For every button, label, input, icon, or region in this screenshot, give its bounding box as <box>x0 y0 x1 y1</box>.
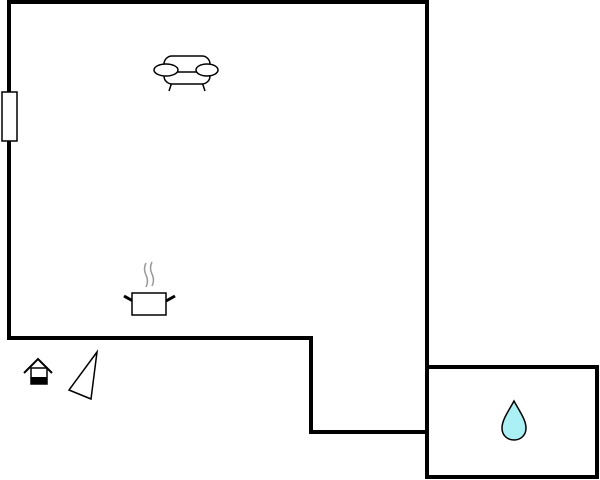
house-icon <box>23 357 53 385</box>
cooking-pot-icon <box>123 261 176 316</box>
main-room-walls <box>7 0 429 434</box>
bathroom-walls <box>425 365 599 479</box>
window <box>1 91 18 142</box>
sofa-icon <box>153 55 219 92</box>
compass-pointer-icon <box>67 349 99 401</box>
water-drop-icon <box>501 399 527 441</box>
